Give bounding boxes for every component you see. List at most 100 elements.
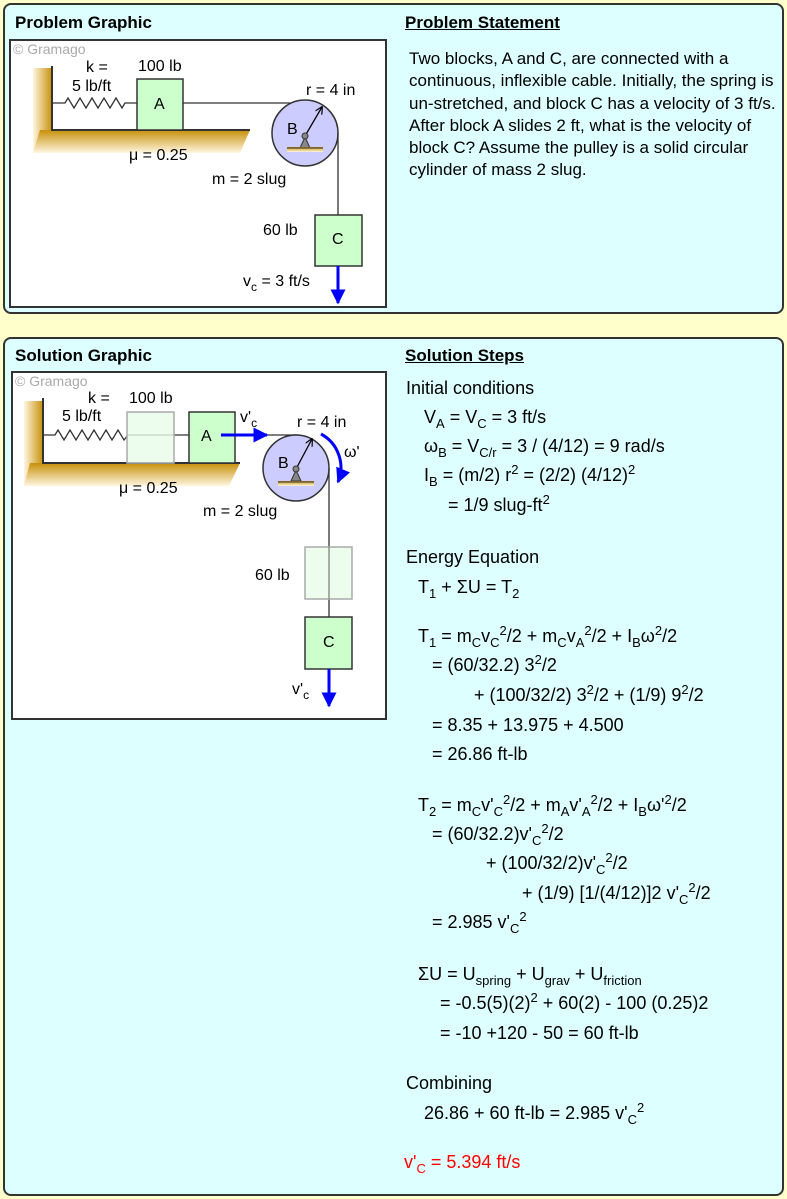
equation-segment: + U: [511, 964, 545, 984]
equation-segment: 1: [429, 635, 437, 650]
equation-segment: C: [490, 635, 500, 650]
equation-segment: 2: [605, 850, 613, 865]
equation-segment: Initial conditions: [406, 378, 535, 398]
equation-segment: 2: [541, 821, 549, 836]
spring: [52, 96, 137, 110]
equation-segment: /2 + m: [506, 626, 558, 646]
equation-line: Combining: [406, 1072, 492, 1094]
equation-segment: /2: [671, 795, 687, 815]
problem-graphic-title: Problem Graphic: [15, 13, 152, 32]
equation-line: IB = (m/2) r2 = (2/2) (4/12)2: [424, 462, 635, 488]
equation-segment: V: [424, 407, 437, 427]
equation-segment: C: [471, 635, 482, 650]
equation-segment: I: [424, 465, 430, 485]
problem-statement-title: Problem Statement: [405, 13, 560, 32]
equation-segment: v': [481, 795, 494, 815]
equation-segment: C: [493, 804, 503, 819]
pulley-label: B: [278, 455, 289, 472]
equation-segment: ω: [424, 436, 439, 456]
equation-segment: = (60/32.2)v': [432, 824, 532, 844]
block-c: [304, 616, 353, 670]
equation-segment: /2 + I: [597, 795, 639, 815]
equation-segment: C: [477, 416, 487, 431]
equation-segment: = 3 ft/s: [486, 407, 547, 427]
equation-line: Energy Equation: [406, 546, 539, 568]
solution-steps-title: Solution Steps: [405, 346, 524, 365]
equation-segment: 2: [499, 623, 507, 638]
equation-line: ΣU = Uspring + Ugrav + Ufriction: [418, 963, 642, 988]
watermark: © Gramago: [13, 41, 86, 57]
friction-label: μ = 0.25: [119, 480, 178, 497]
equation-line: T1 = mCvC2/2 + mCvA2/2 + IBω2/2: [418, 623, 678, 650]
equation-segment: T: [418, 626, 429, 646]
equation-segment: 1: [429, 586, 437, 601]
velocity-a-label: v'c: [240, 409, 257, 430]
equation-segment: v: [481, 626, 491, 646]
equation-segment: T: [418, 795, 429, 815]
equation-segment: 2: [681, 682, 689, 697]
equation-segment: C: [510, 921, 520, 936]
equation-segment: ΣU = U: [418, 964, 476, 984]
equation-segment: 2: [688, 880, 696, 895]
block-c-label: C: [332, 231, 344, 248]
equation-segment: 2: [664, 792, 672, 807]
equation-segment: = 3 / (4/12) = 9 rad/s: [496, 436, 665, 456]
equation-segment: /2: [662, 626, 678, 646]
equation-line: ωB = VC/r = 3 / (4/12) = 9 rad/s: [424, 435, 665, 460]
equation-line: = 26.86 ft-lb: [432, 743, 528, 765]
equation-line: = 8.35 + 13.975 + 4.500: [432, 714, 624, 736]
velocity-label: vc = 3 ft/s: [243, 273, 310, 294]
equation-segment: = V: [446, 436, 480, 456]
equation-segment: C: [679, 892, 689, 907]
equation-segment: = -10 +120 - 50 = 60 ft-lb: [440, 1023, 639, 1043]
equation-segment: 2: [519, 909, 527, 924]
equation-segment: /2: [688, 685, 704, 705]
equation-segment: = (2/2) (4/12): [518, 465, 628, 485]
radius-arrow: [304, 107, 322, 137]
equation-segment: Combining: [406, 1073, 493, 1093]
equation-segment: 2: [429, 804, 437, 819]
block-a: [188, 411, 236, 464]
mass-label: m = 2 slug: [203, 503, 277, 520]
equation-segment: A: [560, 804, 570, 819]
solution-panel: [3, 337, 784, 1196]
weight-c: 60 lb: [263, 222, 298, 239]
pulley-label: B: [287, 121, 298, 138]
equation-line: + (100/32/2)v'C2/2: [486, 850, 628, 877]
equation-segment: B: [632, 635, 641, 650]
equation-segment: C: [627, 1112, 637, 1127]
mass-label: m = 2 slug: [212, 171, 286, 188]
equation-segment: /2 + (1/9) 9: [593, 685, 682, 705]
equation-segment: spring: [475, 973, 512, 988]
equation-segment: grav: [544, 973, 570, 988]
block-a-initial-ghost: [126, 411, 175, 464]
equation-segment: C: [596, 862, 606, 877]
equation-segment: v: [566, 626, 576, 646]
radius-label: r = 4 in: [297, 414, 346, 431]
block-a-label: A: [154, 96, 165, 113]
equation-segment: C/r: [479, 445, 497, 460]
block-c-label: C: [323, 634, 335, 651]
block-c: [314, 214, 363, 267]
block-a: [136, 78, 184, 131]
equation-segment: = 1/9 slug-ft: [448, 495, 543, 515]
equation-segment: = 2.985 v': [432, 912, 510, 932]
equation-segment: 2: [636, 1100, 645, 1115]
k-value: 5 lb/ft: [62, 408, 102, 425]
equation-segment: B: [638, 804, 647, 819]
equation-segment: + (1/9) [1/(4/12)]2 v': [522, 883, 680, 903]
equation-segment: C: [557, 635, 567, 650]
equation-line: + (1/9) [1/(4/12)]2 v'C2/2: [522, 880, 711, 907]
equation-line: = 1/9 slug-ft2: [448, 493, 550, 516]
equation-segment: /2: [548, 824, 564, 844]
equation-segment: 2: [511, 462, 519, 477]
equation-segment: C: [532, 833, 542, 848]
equation-segment: = -0.5(5)(2): [440, 993, 531, 1013]
equation-line: 26.86 + 60 ft-lb = 2.985 v'C2: [424, 1100, 645, 1127]
equation-segment: 26.86 + 60 ft-lb = 2.985 v': [424, 1103, 628, 1123]
equation-segment: friction: [603, 973, 642, 988]
equation-line: = (60/32.2)v'C2/2: [432, 821, 564, 848]
equation-line: = -0.5(5)(2)2 + 60(2) - 100 (0.25)2: [440, 991, 708, 1014]
answer-line: v'C = 5.394 ft/s: [404, 1151, 520, 1175]
